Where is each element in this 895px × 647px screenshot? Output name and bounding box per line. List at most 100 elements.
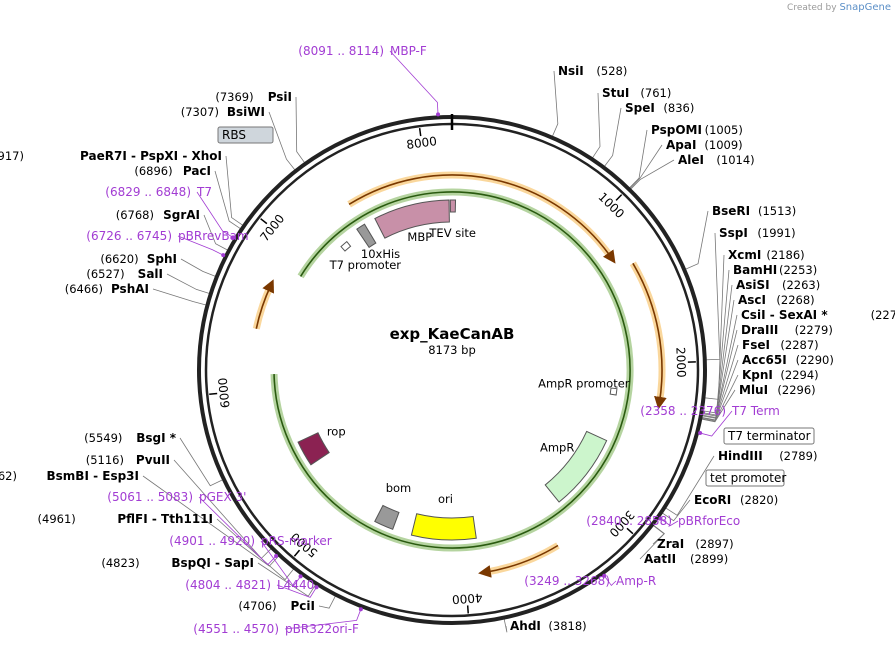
primer-mark-mbp-f [436, 112, 441, 117]
orf-ampr-arc-halo [483, 542, 560, 576]
primer-pbrforeco: pBRforEco [678, 514, 740, 528]
tick-label-6000: 6000 [216, 377, 233, 409]
enzyme-pos-psii: (7369) [215, 90, 253, 104]
box-label-tet-promoter: tet promoter [710, 471, 786, 485]
primer-range-pbrrevbam: (6726 .. 6745) [86, 229, 172, 243]
enzyme-pos-nsii: (528) [596, 64, 627, 78]
primer-range-l4440: (4804 .. 4821) [185, 578, 271, 592]
enzyme-pos-alei: (1014) [716, 153, 754, 167]
primer-mark-t7-term [698, 431, 703, 436]
enzyme-pflfi-tth111i: PflFI - Tth111I [117, 512, 213, 526]
tick-4000 [466, 605, 469, 614]
primer-pbrrevbam: pBRrevBam [178, 229, 249, 243]
enzyme-pos-aatii: (2899) [690, 552, 728, 566]
enzyme-pos-kpni: (2294) [780, 368, 818, 382]
tick-8000 [418, 128, 422, 137]
leader-primer-t7 [196, 191, 236, 240]
leader-hindiii [664, 455, 715, 516]
enzyme-pos-mlui: (2296) [777, 383, 815, 397]
feature-label-bom: bom [386, 481, 412, 495]
leader-lines [142, 50, 739, 633]
enzyme-pos-sphi: (6620) [100, 252, 138, 266]
enzyme-alei: AleI [678, 153, 704, 167]
primer-mark-pbrforeco [658, 516, 663, 521]
tick-label-7000: 7000 [257, 212, 287, 245]
feature-rop [297, 432, 330, 466]
tick-label-2000: 2000 [673, 347, 688, 378]
box-tet-promoter [705, 469, 785, 487]
enzyme-paer7i-pspxi-xhoi: PaeR7I - PspXI - XhoI [80, 149, 222, 163]
enzyme-pos-stui: (761) [640, 86, 671, 100]
leader-sali [166, 273, 211, 295]
enzyme-zrai: ZraI [657, 537, 684, 551]
feature-glyphs [221, 112, 703, 612]
leader-psii [295, 96, 306, 165]
primer-l4440: L4440 [277, 578, 314, 592]
enzyme-pos-zrai: (2897) [695, 537, 733, 551]
leader-primer-mbp-f [389, 50, 439, 118]
orf-right-arc-halo [629, 261, 666, 404]
enzyme-pos-bspqi-sapi: (4823) [101, 556, 139, 570]
enzyme-pos-pcii: (4706) [238, 599, 276, 613]
enzyme-nsii: NsiI [558, 64, 584, 78]
enzyme-pos-bsiwi: (7307) [181, 105, 219, 119]
enzyme-sali: SalI [138, 267, 163, 281]
orf-left-arc [255, 279, 274, 329]
enzyme-csii-sexai: CsiI - SexAI * [741, 308, 828, 322]
enzyme-pshai: PshAI [111, 282, 149, 296]
enzyme-sspi: SspI [719, 226, 748, 240]
enzyme-draiii: DraIII [741, 323, 778, 337]
primer-t7: T7 [196, 185, 212, 199]
enzyme-pos-pshai: (6466) [65, 282, 103, 296]
enzyme-pos-bseri: (1513) [758, 204, 796, 218]
enzyme-pos-bsmbi-esp3i: (5062) [0, 469, 17, 483]
enzyme-pcii: PciI [291, 599, 316, 613]
primer-range-prs-marker: (4901 .. 4920) [169, 534, 255, 548]
leader-sspi [704, 232, 721, 361]
enzyme-stui: StuI [602, 86, 629, 100]
enzyme-asisi: AsiSI [736, 278, 770, 292]
enzyme-mlui: MluI [739, 383, 768, 397]
primer-mbp-f: MBP-F [390, 44, 427, 58]
enzyme-pos-sgrai: (6768) [116, 208, 154, 222]
feature-label-ampr: AmpR [540, 440, 574, 454]
feature-label-mbp: MBP [407, 230, 432, 244]
enzyme-pos-sali: (6527) [86, 267, 124, 281]
feature-mbp [374, 199, 450, 239]
enzyme-spei: SpeI [625, 101, 655, 115]
orf-arcs [252, 171, 667, 578]
feature-t7-promoter [340, 240, 352, 252]
enzyme-apai: ApaI [666, 138, 696, 152]
orf-green-arc [273, 191, 631, 549]
feature-bom [374, 504, 400, 530]
enzyme-sphi: SphI [147, 252, 177, 266]
leader-pspomi [628, 129, 648, 190]
enzyme-bsmbi-esp3i: BsmBI - Esp3I [47, 469, 139, 483]
tick-6000 [209, 392, 218, 396]
enzyme-psii: PsiI [268, 90, 292, 104]
primer-mark-l4440 [314, 585, 319, 590]
leader-primer-pbrforeco [657, 516, 679, 527]
enzyme-pos-hindiii: (2789) [779, 449, 817, 463]
leader-bseri [684, 210, 709, 271]
plasmid-size: 8173 bp [428, 343, 476, 357]
enzyme-pos-csii-sexai: (2275) [871, 308, 895, 322]
plasmid-name: exp_KaeCanAB [390, 325, 515, 343]
primer-mark-pbr322ori-f [358, 607, 363, 612]
feature-ori [410, 513, 477, 541]
enzyme-bsgi: BsgI * [136, 431, 177, 445]
primer-t7-term: T7 Term [731, 404, 780, 418]
enzyme-pspomi: PspOMI [651, 123, 702, 137]
enzyme-hindiii: HindIII [718, 449, 763, 463]
enzyme-bseri: BseRI [712, 204, 750, 218]
enzyme-pvuii: PvuII [136, 453, 170, 467]
primer-range-t7: (6829 .. 6848) [105, 185, 191, 199]
leader-ecori [660, 499, 691, 522]
enzyme-xcmi: XcmI [728, 248, 761, 262]
feature-tev-site [449, 199, 457, 213]
enzyme-pos-ahdi: (3818) [548, 619, 586, 633]
leader-spei [603, 107, 622, 168]
leader-pflfi-tth111i [216, 518, 295, 581]
leader-primer-t7-term [697, 410, 733, 437]
